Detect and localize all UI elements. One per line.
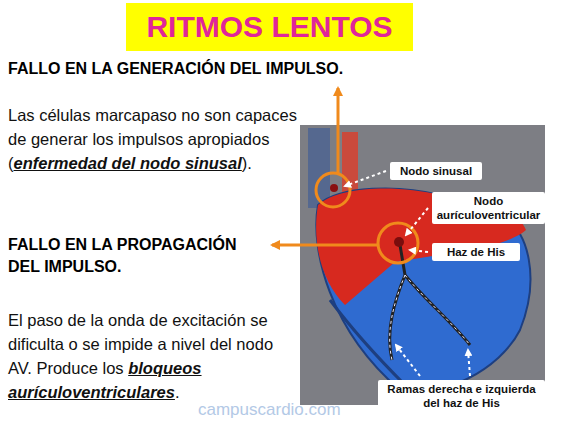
purkinje-fibres [390,275,470,360]
label-text: Haz de His [436,245,516,259]
body-text: . [175,383,180,401]
label-text: Nodo sinusal [394,164,478,178]
vena-cava [308,128,330,208]
leader-line [396,345,420,376]
label-text: Ramas derecha e izquierda del haz de His [382,382,541,410]
title-banner: RITMOS LENTOS [126,3,413,51]
label-box: Haz de His [432,243,520,261]
body-text: ). [242,154,252,172]
watermark: campuscardio.com [198,400,341,420]
section-heading: FALLO EN LA PROPAGACIÓN DEL IMPULSO. [8,234,266,278]
label-box: Ramas derecha e izquierda del haz de His [378,380,545,412]
orange-arrow [337,88,340,173]
label-box: Nodo aurículoventricular [432,192,545,224]
sinus-node [330,184,338,192]
leader-line [345,171,386,186]
highlight-circle [316,173,350,207]
av-node [394,237,404,247]
leader-line [406,208,428,235]
orange-arrow [272,244,378,247]
label-box: Nodo sinusal [390,162,482,180]
emphasis-text: enfermedad del nodo sinusal [14,154,242,172]
leader-line [410,250,428,252]
paragraph: El paso de la onda de excitación se difi… [8,308,300,404]
leader-line [468,350,470,376]
paragraph: Las células marcapaso no son capaces de … [8,103,300,175]
section-heading: FALLO EN LA GENERACIÓN DEL IMPULSO. [8,58,388,80]
label-text: Nodo aurículoventricular [436,194,541,222]
